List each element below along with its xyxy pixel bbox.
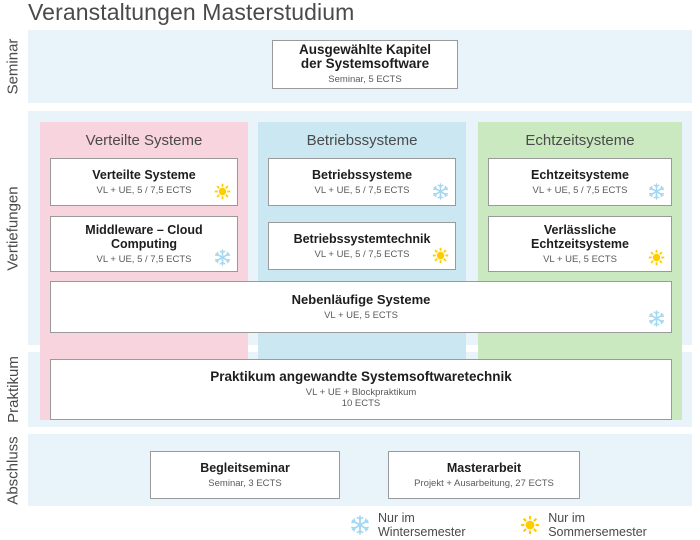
course-box-nebenlaeufige-systeme[interactable]: Nebenläufige Systeme VL + UE, 5 ECTS <box>50 281 672 333</box>
course-box-verteilte-systeme[interactable]: Verteilte Systeme VL + UE, 5 / 7,5 ECTS <box>50 158 238 206</box>
course-details: VL + UE, 5 ECTS <box>324 309 398 321</box>
course-box-echtzeitsysteme[interactable]: Echtzeitsysteme VL + UE, 5 / 7,5 ECTS <box>488 158 672 206</box>
snowflake-icon <box>351 515 369 535</box>
section-label-seminar: Seminar <box>0 30 26 103</box>
snowflake-icon <box>648 310 665 327</box>
course-box-ausgewaehlte-kapitel[interactable]: Ausgewählte Kapitel der Systemsoftware S… <box>272 40 458 89</box>
course-title: Middleware – Cloud Computing <box>85 222 203 251</box>
course-details: VL + UE, 5 / 7,5 ECTS <box>314 184 410 196</box>
legend-item-summer: Nur im Sommersemester <box>520 511 664 539</box>
course-details: Projekt + Ausarbeitung, 27 ECTS <box>414 477 554 489</box>
course-box-praktikum-angewandte-systemsoftwaretechnik[interactable]: Praktikum angewandte Systemsoftwaretechn… <box>50 359 672 420</box>
course-box-middleware-cloud-computing[interactable]: Middleware – Cloud Computing VL + UE, 5 … <box>50 216 238 272</box>
course-details: VL + UE, 5 / 7,5 ECTS <box>314 248 410 260</box>
sun-icon <box>648 249 665 266</box>
course-box-betriebssystemtechnik[interactable]: Betriebssystemtechnik VL + UE, 5 / 7,5 E… <box>268 222 456 270</box>
section-label-abschluss: Abschluss <box>0 434 26 506</box>
course-details: VL + UE, 5 / 7,5 ECTS <box>532 184 628 196</box>
legend-item-winter: Nur im Wintersemester <box>350 511 484 539</box>
section-band-abschluss <box>28 434 692 506</box>
course-details: VL + UE, 5 / 7,5 ECTS <box>96 253 192 265</box>
sun-icon <box>521 515 540 535</box>
snowflake-icon <box>214 249 231 266</box>
sun-icon <box>214 183 231 200</box>
course-title: Betriebssysteme <box>311 167 413 182</box>
snowflake-icon <box>648 183 665 200</box>
course-details: VL + UE, 5 ECTS <box>543 253 617 265</box>
legend-label-winter: Nur im Wintersemester <box>378 511 466 539</box>
course-title: Masterarbeit <box>446 460 522 475</box>
course-title: Echtzeitsysteme <box>531 167 629 182</box>
track-title-echtzeitsysteme: Echtzeitsysteme <box>525 132 635 149</box>
track-title-betriebssysteme: Betriebssysteme <box>306 132 418 149</box>
course-details: Seminar, 3 ECTS <box>208 477 282 489</box>
course-title: Nebenläufige Systeme <box>291 291 431 307</box>
course-title: Praktikum angewandte Systemsoftwaretechn… <box>210 368 512 384</box>
course-title: Ausgewählte Kapitel der Systemsoftware <box>298 42 432 72</box>
course-box-begleitseminar[interactable]: Begleitseminar Seminar, 3 ECTS <box>150 451 340 499</box>
course-box-masterarbeit[interactable]: Masterarbeit Projekt + Ausarbeitung, 27 … <box>388 451 580 499</box>
section-label-vertiefungen: Vertiefungen <box>0 111 26 345</box>
legend: Nur im Wintersemester Nur im Sommersemes… <box>350 511 700 539</box>
page-title: Veranstaltungen Masterstudium <box>28 0 355 25</box>
section-label-praktikum-text: Praktikum <box>4 356 22 423</box>
snowflake-icon <box>432 183 449 200</box>
course-details: VL + UE, 5 / 7,5 ECTS <box>96 184 192 196</box>
section-label-praktikum: Praktikum <box>0 352 26 427</box>
section-label-vertiefungen-text: Vertiefungen <box>4 185 22 271</box>
course-title: Begleitseminar <box>200 460 290 475</box>
course-title: Betriebssystemtechnik <box>293 231 431 246</box>
course-details: VL + UE + Blockpraktikum 10 ECTS <box>305 386 417 410</box>
course-title: Verteilte Systeme <box>92 167 196 182</box>
course-box-betriebssysteme[interactable]: Betriebssysteme VL + UE, 5 / 7,5 ECTS <box>268 158 456 206</box>
track-title-verteilte-systeme: Verteilte Systeme <box>85 132 203 149</box>
legend-label-summer: Nur im Sommersemester <box>548 511 647 539</box>
course-box-verlaessliche-echtzeitsysteme[interactable]: Verlässliche Echtzeitsysteme VL + UE, 5 … <box>488 216 672 272</box>
course-details: Seminar, 5 ECTS <box>328 74 402 86</box>
section-label-abschluss-text: Abschluss <box>4 435 22 505</box>
section-label-seminar-text: Seminar <box>4 38 22 95</box>
sun-icon <box>432 247 449 264</box>
course-title: Verlässliche Echtzeitsysteme <box>531 222 629 251</box>
